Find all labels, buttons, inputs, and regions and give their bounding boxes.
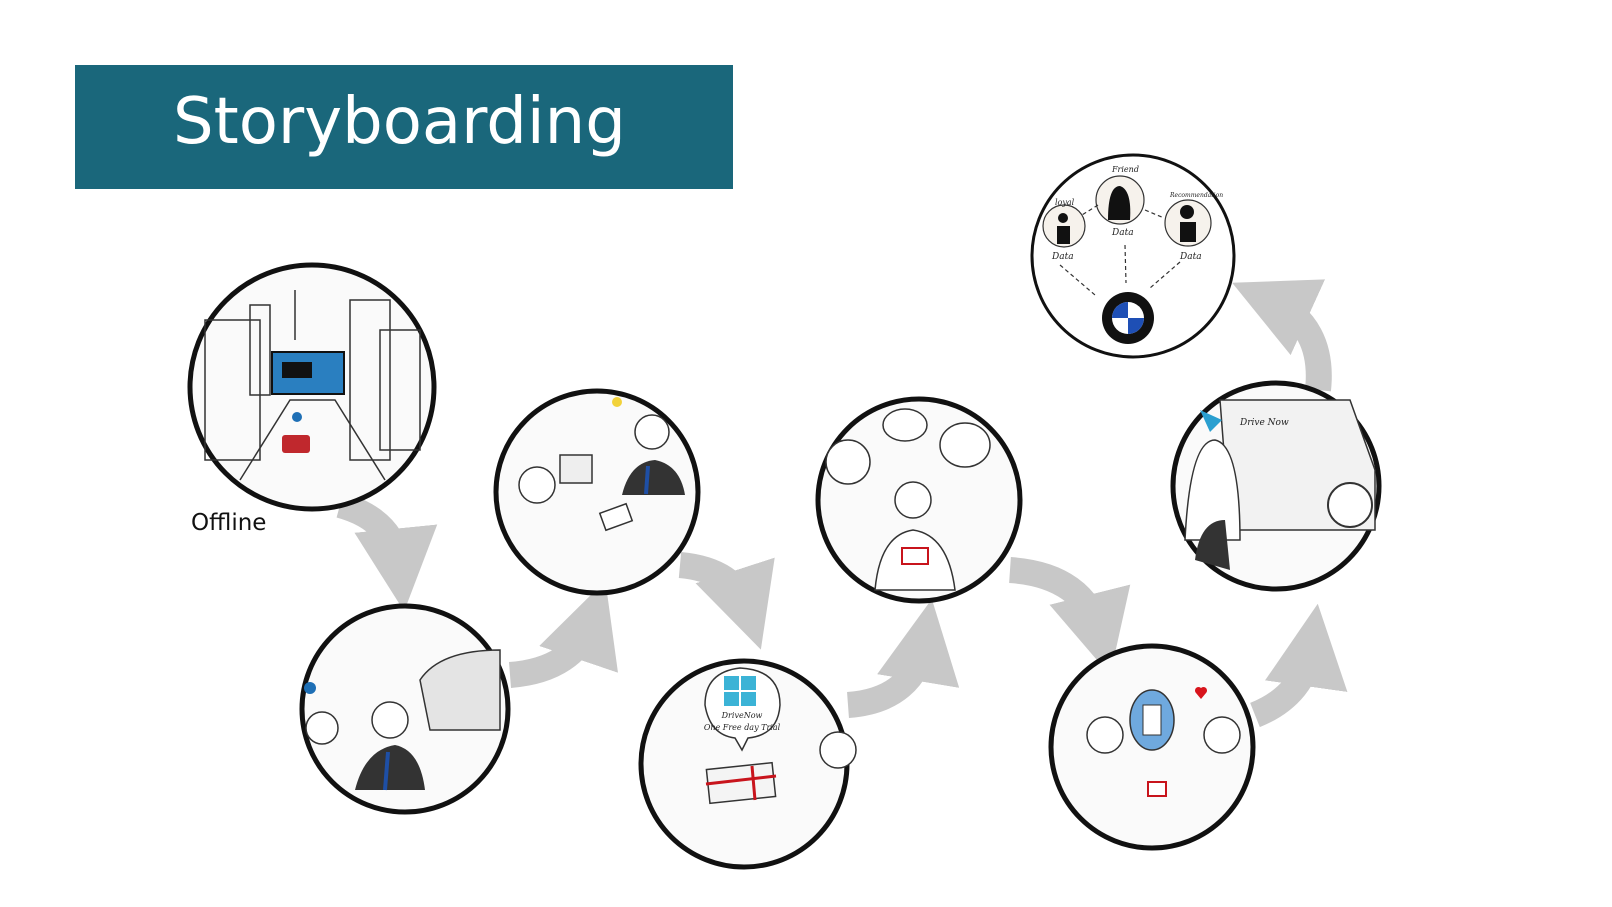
label-recommendation: Recommendation: [1169, 192, 1223, 199]
arrow-4-5: [846, 598, 960, 718]
offline-label: Offline: [191, 510, 267, 536]
arrow-6-7: [1249, 603, 1348, 728]
arrow-5-6: [1008, 557, 1131, 676]
label-data-top: Data: [1111, 228, 1134, 238]
label-data-right: Data: [1179, 252, 1202, 262]
panel-car-dealer: [299, 603, 511, 815]
drivenow-logo: [724, 676, 756, 706]
label-data-left: Data: [1051, 252, 1074, 262]
panel-city-street: [187, 262, 437, 512]
slide-title: Storyboarding: [173, 85, 626, 159]
panel-drive-now-car: Drive Now: [1170, 380, 1382, 592]
arrow-1-2: [336, 492, 438, 612]
arrow-3-4: [678, 552, 775, 650]
panel-thinking-of-friends: [815, 396, 1023, 604]
title-banner: Storyboarding: [75, 65, 733, 189]
arrow-7-8: [1232, 279, 1332, 392]
speech-drivenow: DriveNow: [721, 711, 763, 720]
label-friend: Friend: [1111, 165, 1139, 174]
panel-data-network: loyal Friend Recommendation Data Data Da…: [1030, 153, 1236, 359]
label-loyal: loyal: [1055, 198, 1075, 207]
panel-gift-card: DriveNow One Free day Trial: [638, 658, 857, 870]
bmw-logo-icon: [1102, 292, 1154, 344]
panel-desk-consultation: [493, 388, 701, 596]
arrow-2-3: [508, 580, 618, 688]
drive-now-note: Drive Now: [1239, 418, 1289, 428]
panel-sharing-with-friend: [1048, 643, 1256, 851]
speech-free-trial: One Free day Trial: [704, 723, 781, 732]
